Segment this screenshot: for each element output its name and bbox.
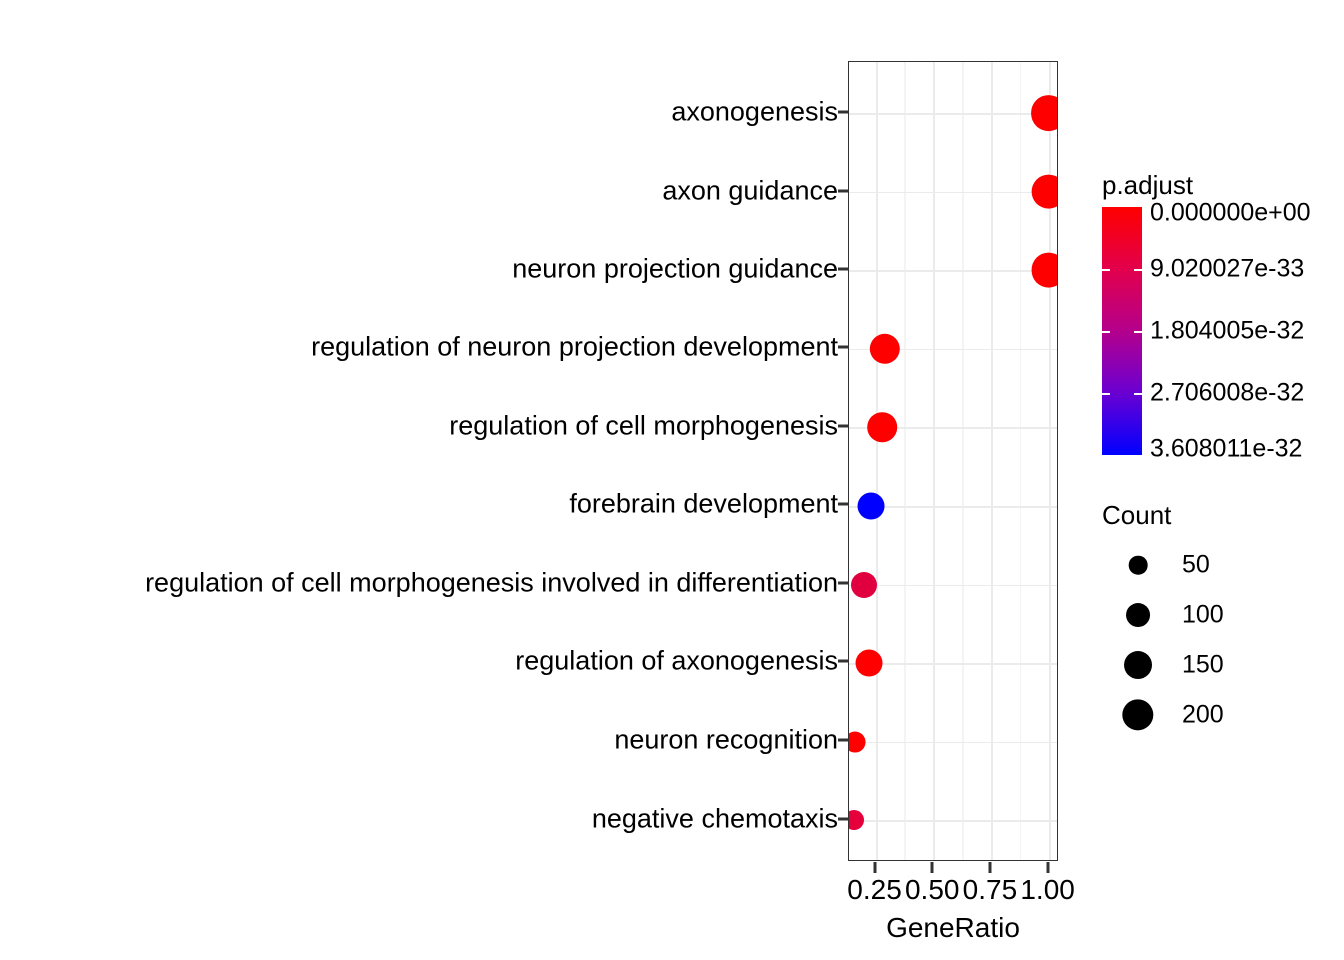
y-axis-label-8: neuron recognition xyxy=(614,724,838,755)
gridline-y-major xyxy=(849,820,1057,822)
gridline-y-major xyxy=(849,427,1057,429)
y-axis-label-7: regulation of axonogenesis xyxy=(515,645,838,676)
data-point[interactable] xyxy=(851,571,877,598)
size-legend-label: 100 xyxy=(1182,600,1224,629)
data-point[interactable] xyxy=(855,649,883,677)
size-legend-label: 150 xyxy=(1182,650,1224,679)
y-axis-label-3: regulation of neuron projection developm… xyxy=(311,331,838,362)
colorbar-label: 2.706008e-32 xyxy=(1150,378,1305,407)
data-point[interactable] xyxy=(1031,174,1057,209)
colorbar-tick xyxy=(1102,393,1110,395)
y-axis-label-0: axonogenesis xyxy=(671,96,838,127)
color-legend-title: p.adjust xyxy=(1102,170,1194,200)
colorbar-label: 3.608011e-32 xyxy=(1150,434,1303,463)
x-axis-tick xyxy=(988,862,992,873)
y-axis-tick-8 xyxy=(838,738,849,742)
x-axis-tick xyxy=(873,862,877,873)
colorbar-label: 1.804005e-32 xyxy=(1150,316,1305,345)
size-legend-dot xyxy=(1126,603,1150,627)
x-axis-tick xyxy=(1046,862,1050,873)
colorbar-tick xyxy=(1102,331,1110,333)
y-axis-label-2: neuron projection guidance xyxy=(512,253,838,284)
y-axis-tick-9 xyxy=(838,817,849,821)
y-axis-label-1: axon guidance xyxy=(662,175,838,206)
y-axis-tick-7 xyxy=(838,659,849,663)
y-axis-labels: axonogenesis axon guidance neuron projec… xyxy=(145,96,838,834)
gridline-x-major xyxy=(990,62,993,860)
gridline-x-minor xyxy=(1019,62,1022,860)
size-legend-dot xyxy=(1122,699,1154,731)
data-point[interactable] xyxy=(867,412,898,443)
size-legend: Count 50 100 150 200 xyxy=(1102,502,1332,758)
gridline-y-major xyxy=(849,191,1057,194)
y-axis-label-4: regulation of cell morphogenesis xyxy=(449,410,838,441)
x-axis-tick-label: 0.25 xyxy=(847,874,902,905)
gridline-y-major xyxy=(849,584,1057,587)
gridline-y-major xyxy=(849,506,1057,508)
size-legend-items: 50 100 150 200 xyxy=(1102,542,1332,758)
x-axis-tick-label: 0.75 xyxy=(962,874,1018,905)
y-axis-tick-1 xyxy=(838,189,849,193)
gridline-x-minor xyxy=(904,62,906,860)
color-legend: p.adjust 0.000000e+00 9.020027e-33 1.80400… xyxy=(1102,170,1311,463)
gridline-y-major xyxy=(849,113,1057,115)
data-point[interactable] xyxy=(857,492,885,520)
colorbar-label: 9.020027e-33 xyxy=(1150,254,1305,283)
gridline-x-major xyxy=(875,62,878,860)
y-axis-tick-4 xyxy=(838,424,849,428)
y-axis-label-6: regulation of cell morphogenesis involve… xyxy=(145,567,838,598)
size-legend-label: 200 xyxy=(1182,700,1224,729)
y-axis-label-5: forebrain development xyxy=(569,488,838,519)
gridline-x-major xyxy=(1048,62,1051,860)
size-legend-dot xyxy=(1128,555,1148,575)
y-axis-label-9: negative chemotaxis xyxy=(591,803,838,834)
colorbar-tick xyxy=(1134,393,1142,395)
data-point[interactable] xyxy=(1031,252,1057,288)
colorbar-label: 0.000000e+00 xyxy=(1150,198,1311,227)
colorbar-tick xyxy=(1134,269,1142,271)
plot-panel xyxy=(848,61,1058,861)
data-point[interactable] xyxy=(849,810,864,831)
data-point[interactable] xyxy=(1030,95,1057,131)
gridline-y-major xyxy=(849,270,1057,272)
x-axis-title: GeneRatio xyxy=(886,912,1020,943)
gridline-y-major xyxy=(849,663,1057,665)
gridline-y-major xyxy=(849,741,1057,744)
y-axis-tick-2 xyxy=(838,267,849,271)
colorbar-tick xyxy=(1102,269,1110,271)
data-point[interactable] xyxy=(849,731,866,753)
y-axis-tick-5 xyxy=(838,502,849,506)
gridline-y-major xyxy=(849,348,1057,351)
y-axis-tick-6 xyxy=(838,581,849,585)
x-axis-tick-label: 0.50 xyxy=(904,874,960,905)
x-axis-tick-label: 1.00 xyxy=(1020,874,1075,905)
y-axis-tick-3 xyxy=(838,345,849,349)
size-legend-title: Count xyxy=(1102,500,1172,530)
colorbar-wrap: 0.000000e+00 9.020027e-33 1.804005e-32 2.70… xyxy=(1102,199,1311,463)
size-legend-label: 50 xyxy=(1182,550,1210,579)
gridline-x-minor xyxy=(962,62,964,860)
data-point[interactable] xyxy=(869,333,900,364)
y-axis-tick-0 xyxy=(838,110,849,114)
x-axis-tick xyxy=(930,862,934,873)
colorbar-tick xyxy=(1134,331,1142,333)
gridline-x-major xyxy=(933,62,936,860)
size-legend-dot xyxy=(1124,651,1152,679)
